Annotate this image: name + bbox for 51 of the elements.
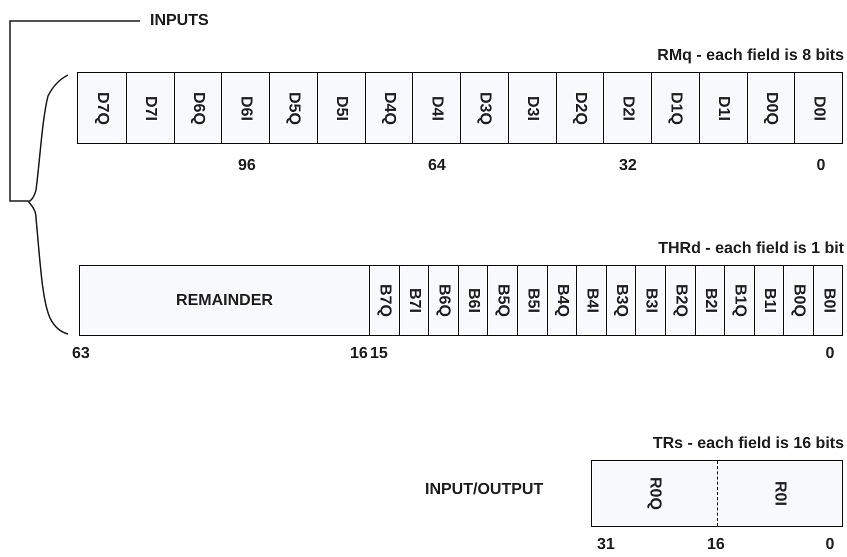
field-label: D1Q bbox=[667, 92, 684, 124]
field-label: REMAINDER bbox=[176, 292, 273, 310]
bit-number: 96 bbox=[238, 157, 256, 175]
bit-number: 64 bbox=[428, 157, 446, 175]
field-label: D6I bbox=[238, 96, 254, 120]
register-label: INPUT/OUTPUT bbox=[425, 481, 544, 499]
field-label: D7Q bbox=[94, 92, 110, 124]
field-label: D6Q bbox=[190, 92, 206, 124]
field-label: D5I bbox=[333, 96, 350, 120]
bit-number: 0 bbox=[816, 157, 826, 175]
field-label: B6Q bbox=[435, 284, 452, 317]
field-label: D1I bbox=[715, 96, 732, 120]
bit-number: 0 bbox=[826, 536, 834, 554]
bit-number: 32 bbox=[619, 157, 637, 175]
register-heading: TRs - each field is 16 bits bbox=[652, 435, 844, 453]
field-label: B5I bbox=[524, 288, 540, 313]
field-label: B5Q bbox=[494, 284, 511, 317]
bit-number: 16 bbox=[350, 345, 368, 363]
field-label: D2I bbox=[620, 96, 636, 120]
bit-number: 15 bbox=[370, 345, 388, 363]
field-label: B0Q bbox=[790, 284, 807, 317]
field-label: B7Q bbox=[376, 284, 392, 317]
field-label: B1I bbox=[761, 288, 778, 313]
field-label: D4Q bbox=[380, 92, 397, 124]
register-heading: THRd - each field is 1 bit bbox=[658, 240, 844, 258]
field-label: B7I bbox=[406, 288, 422, 313]
field-label: B4Q bbox=[554, 284, 570, 317]
bit-number: 16 bbox=[707, 536, 725, 554]
field-label: B2I bbox=[702, 288, 718, 313]
field-label: D0I bbox=[810, 96, 827, 120]
field-label: D3Q bbox=[476, 92, 492, 124]
field-label: B6I bbox=[465, 288, 482, 313]
bit-number: 31 bbox=[597, 536, 615, 554]
field-label: D7I bbox=[142, 96, 158, 120]
field-label: R0Q bbox=[646, 477, 662, 510]
bit-number: 63 bbox=[72, 345, 90, 363]
field-label: B1Q bbox=[731, 284, 748, 317]
bit-number: 0 bbox=[826, 345, 834, 363]
field-label: R0I bbox=[772, 481, 788, 506]
field-label: D2Q bbox=[572, 92, 588, 124]
field-label: D3I bbox=[524, 96, 540, 120]
field-label: B3I bbox=[642, 288, 659, 313]
field-label: B4I bbox=[583, 288, 600, 313]
field-label: D4I bbox=[428, 96, 445, 120]
field-label: B2Q bbox=[672, 284, 688, 317]
register-heading: RMq - each field is 8 bits bbox=[657, 47, 844, 65]
field-label: B3Q bbox=[613, 284, 630, 317]
field-label: B0I bbox=[820, 288, 836, 313]
group-label: INPUTS bbox=[150, 12, 209, 30]
field-label: D0Q bbox=[762, 92, 779, 124]
field-label: D5Q bbox=[285, 92, 302, 124]
